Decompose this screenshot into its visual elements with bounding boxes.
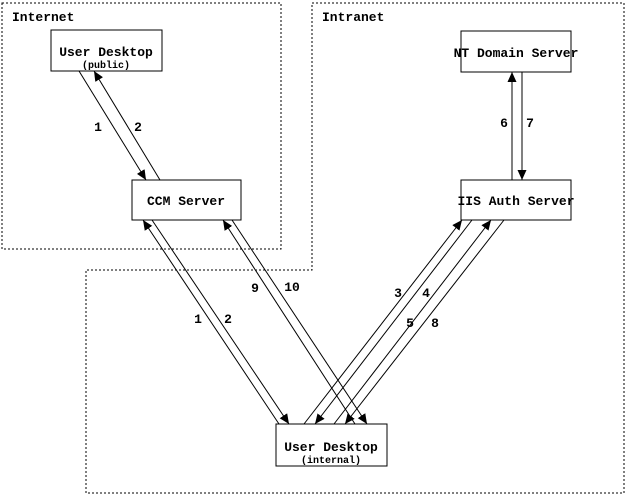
internet-zone-label: Internet [12,10,74,25]
edge-internal-desktop-to-iis-b [333,219,492,425]
user-desktop-internal-box [275,423,388,467]
edge-iis-to-internal-desktop-b [344,219,505,425]
node-user-desktop-public: User Desktop (public) [50,29,163,72]
intranet-zone-label: Intranet [322,10,384,25]
iis-auth-server-title: IIS Auth Server [457,194,574,209]
user-desktop-public-box [50,29,163,72]
edge-label-4: 4 [422,286,430,301]
node-nt-domain-server: NT Domain Server [454,30,579,73]
node-iis-auth-server: IIS Auth Server [457,179,575,221]
ccm-server-box [131,179,242,221]
edge-label-6: 6 [500,116,508,131]
edge-label-2-public: 2 [134,120,142,135]
edge-label-1-internal: 1 [194,312,202,327]
edge-internal-desktop-to-ccm [142,219,280,425]
edge-iis-to-internal-desktop-a [314,219,473,425]
edge-ccm-to-internal-desktop [151,219,290,425]
edge-public-desktop-to-ccm [78,70,147,181]
intranet-zone-border [85,2,625,494]
edge-internal-desktop-to-iis-a [303,219,463,425]
node-user-desktop-internal: User Desktop (internal) [275,423,388,467]
edge-label-10: 10 [284,280,300,295]
edge-label-8: 8 [431,316,439,331]
user-desktop-internal-subtitle: (internal) [301,455,361,467]
edge-label-7: 7 [526,116,534,131]
ccm-server-title: CCM Server [147,194,225,209]
iis-auth-server-box [460,179,572,221]
edge-label-2-internal: 2 [224,312,232,327]
edge-ccm-to-public-desktop [93,70,161,181]
node-ccm-server: CCM Server [131,179,242,221]
user-desktop-public-title: User Desktop [59,45,153,60]
nt-domain-server-box [460,30,572,73]
edge-label-3: 3 [394,286,402,301]
edge-label-5: 5 [406,316,414,331]
internet-zone-border [1,2,282,250]
edge-label-9: 9 [251,281,259,296]
edge-internal-desktop-to-ccm-alt [222,219,356,425]
user-desktop-internal-title: User Desktop [284,440,378,455]
edge-label-1-public: 1 [94,120,102,135]
nt-domain-server-title: NT Domain Server [454,46,579,61]
user-desktop-public-subtitle: (public) [82,60,130,72]
edge-ccm-to-internal-desktop-alt [231,219,368,425]
